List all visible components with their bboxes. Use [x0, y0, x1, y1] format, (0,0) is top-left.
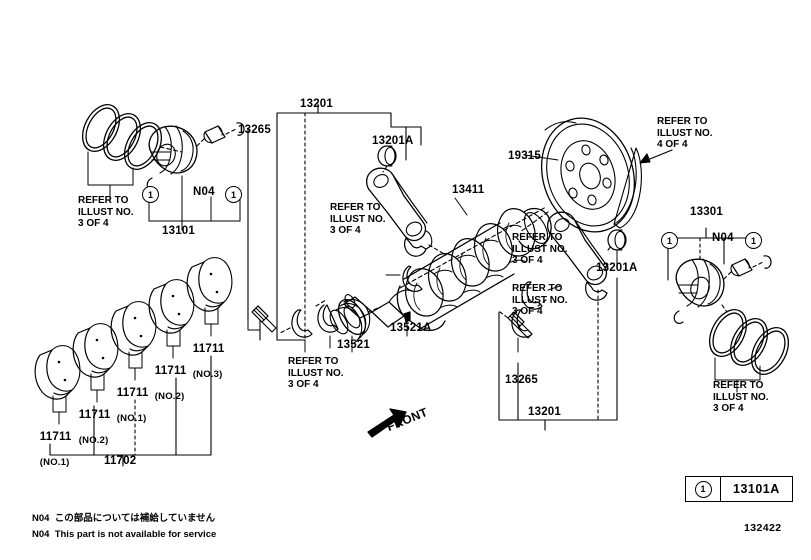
- callout-marker-right-2: 1: [745, 232, 762, 249]
- part-label-11702: 11702: [104, 455, 137, 467]
- crank-key: [403, 311, 411, 337]
- part-label-13201-right: 13201: [528, 406, 561, 418]
- piston-rings-right: [708, 309, 790, 375]
- bearing-label-2: 11711 (NO.2): [78, 408, 111, 446]
- legend-marker-cell: 1: [686, 477, 721, 501]
- front-arrow: [367, 408, 407, 438]
- legend-box: 1 13101A: [685, 476, 793, 502]
- part-label-13265-right: 13265: [505, 374, 538, 386]
- part-label-13201A-right: 13201A: [596, 262, 638, 274]
- refer-label-rings-right: REFER TO ILLUST NO. 3 OF 4: [713, 380, 769, 414]
- part-label-19315: 19315: [508, 150, 541, 162]
- bearing-label-5: 11711 (NO.3): [192, 342, 225, 380]
- footnote-japanese: N04 この部品については補給していません: [32, 513, 216, 524]
- flywheel: [540, 117, 642, 233]
- refer-label-rod-left: REFER TO ILLUST NO. 3 OF 4: [330, 202, 386, 236]
- bearing-label-1: 11711 (NO.1): [39, 430, 72, 468]
- na-code-left: N04: [193, 186, 215, 198]
- callout-marker-left-1: 1: [142, 186, 159, 203]
- rod-bushing-left: [377, 145, 397, 167]
- bearing-label-3: 11711 (NO.1): [116, 386, 149, 424]
- callout-marker-right-1: 1: [661, 232, 678, 249]
- diagram-id: 132422: [744, 522, 782, 534]
- snap-rings-right: [673, 255, 772, 324]
- refer-label-main-bearing-b: REFER TO ILLUST NO. 3 OF 4: [512, 283, 568, 317]
- piston-rings-left: [81, 104, 163, 170]
- rod-bearing-left: [402, 265, 423, 292]
- part-label-13301: 13301: [690, 206, 723, 218]
- part-label-13521: 13521: [337, 339, 370, 351]
- refer-label-rings-left: REFER TO ILLUST NO. 3 OF 4: [78, 195, 134, 229]
- part-label-13201-left: 13201: [300, 98, 333, 110]
- part-label-13201A-left: 13201A: [372, 135, 414, 147]
- part-label-13521A: 13521A: [390, 322, 432, 334]
- piston-right: [675, 258, 725, 308]
- part-label-13101: 13101: [162, 225, 195, 237]
- main-bearings-center: [291, 304, 339, 338]
- connecting-rod-right: [546, 211, 609, 301]
- legend-part-number: 13101A: [733, 482, 780, 496]
- piston-pin-right: [730, 258, 753, 277]
- snap-rings-left: [146, 122, 245, 191]
- rod-bushing-right: [607, 229, 627, 251]
- connecting-rod-left: [365, 167, 433, 257]
- part-label-13411: 13411: [452, 184, 485, 196]
- refer-label-flywheel: REFER TO ILLUST NO. 4 OF 4: [657, 116, 713, 150]
- legend-marker-icon: 1: [694, 480, 712, 498]
- refer-label-main-bearing-a: REFER TO ILLUST NO. 3 OF 4: [512, 232, 568, 266]
- na-code-right: N04: [712, 232, 734, 244]
- footnote-english: N04 This part is not available for servi…: [32, 529, 217, 540]
- bearing-shells-stack: [34, 257, 233, 400]
- rod-bolt-left: [251, 305, 277, 333]
- rod-bolt-right: [507, 311, 533, 339]
- callout-marker-left-2: 1: [225, 186, 242, 203]
- piston-pin-left: [203, 125, 226, 144]
- refer-label-main-bearing-left: REFER TO ILLUST NO. 3 OF 4: [288, 356, 344, 390]
- bearing-label-4: 11711 (NO.2): [154, 364, 187, 402]
- crankshaft: [343, 207, 552, 332]
- piston-left: [148, 125, 198, 175]
- part-label-13265-left: 13265: [238, 124, 271, 136]
